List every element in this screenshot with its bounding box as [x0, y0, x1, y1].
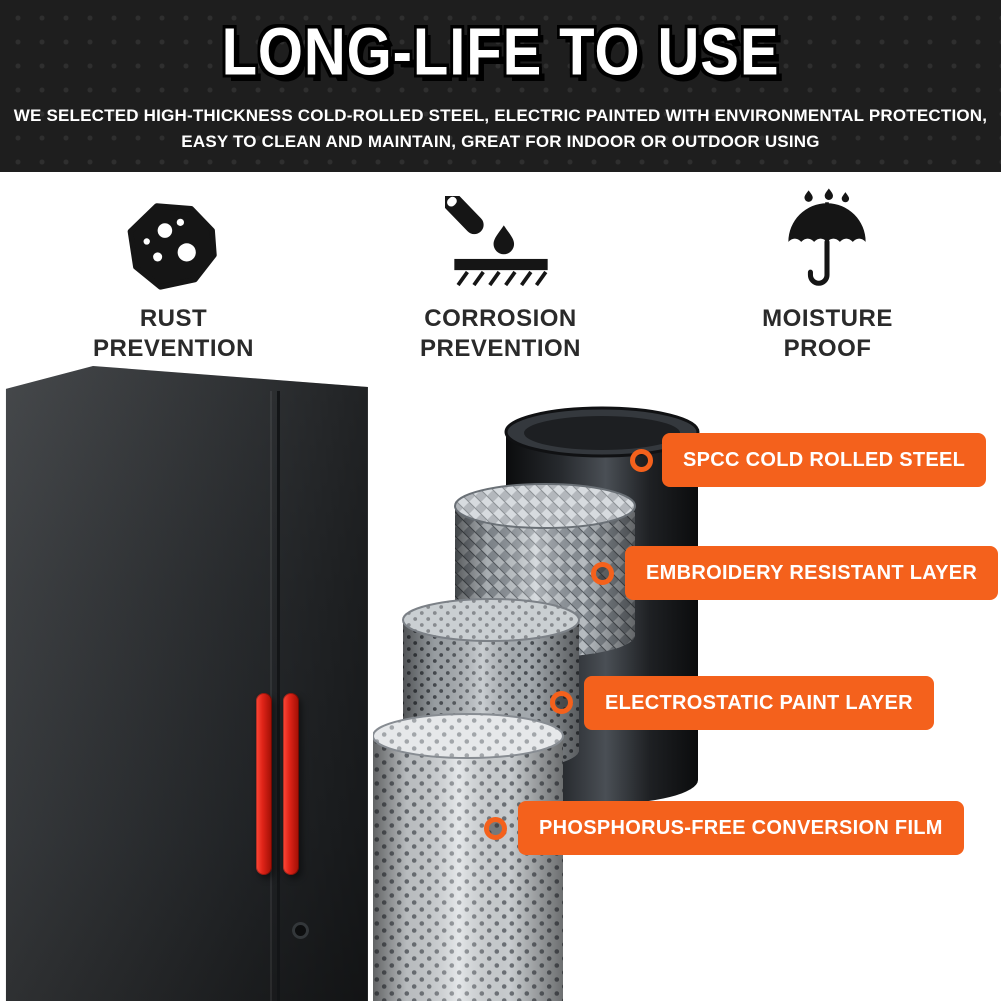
features-row: RUST PREVENTION	[10, 188, 991, 364]
feature-label-line2: PROOF	[783, 335, 872, 362]
cabinet-door-edge	[270, 391, 273, 1001]
feature-label-moisture: MOISTURE PROOF	[762, 304, 893, 364]
feature-label-line1: CORROSION	[424, 305, 577, 332]
feature-label-rust: RUST PREVENTION	[93, 304, 254, 364]
rust-icon	[124, 188, 224, 292]
callout-electrostatic-paint-layer: ELECTROSTATIC PAINT LAYER	[584, 676, 934, 730]
feature-moisture-proof: MOISTURE PROOF	[762, 188, 893, 364]
corrosion-icon	[444, 188, 557, 292]
page-title: LONG-LIFE TO USE	[221, 15, 780, 90]
hero-subtitle-line2: EASY TO CLEAN AND MAINTAIN, GREAT FOR IN…	[181, 132, 820, 152]
cabinet-image	[0, 366, 372, 1001]
umbrella-rain-icon	[781, 188, 873, 292]
conversion-film-cylinder	[373, 713, 564, 1001]
hero-subtitle: WE SELECTED HIGH-THICKNESS COLD-ROLLED S…	[0, 103, 1001, 156]
cabinet-keyhole	[292, 922, 309, 939]
feature-label-line2: PREVENTION	[419, 335, 582, 362]
callout-spcc-cold-rolled-steel: SPCC COLD ROLLED STEEL	[662, 433, 987, 487]
feature-rust-prevention: RUST PREVENTION	[93, 188, 254, 364]
hero-subtitle-line1: WE SELECTED HIGH-THICKNESS COLD-ROLLED S…	[13, 106, 988, 125]
ring-marker-icon-spcc	[630, 449, 653, 472]
hero-section: LONG-LIFE TO USE WE SELECTED HIGH-THICKN…	[0, 0, 1001, 172]
feature-label-line2: PREVENTION	[92, 335, 255, 362]
feature-label-line1: MOISTURE	[762, 305, 893, 332]
callout-phosphorus-free-conversion-film: PHOSPHORUS-FREE CONVERSION FILM	[518, 801, 964, 855]
cabinet-handle-left	[256, 693, 272, 875]
ring-marker-icon-paint	[550, 691, 573, 714]
ring-marker-icon-film	[484, 817, 507, 840]
feature-label-line1: RUST	[139, 305, 208, 332]
feature-label-corrosion: CORROSION PREVENTION	[420, 304, 581, 364]
callout-embroidery-resistant-layer: EMBROIDERY RESISTANT LAYER	[625, 546, 999, 600]
feature-corrosion-prevention: CORROSION PREVENTION	[420, 188, 581, 364]
ring-marker-icon-embroidery	[591, 562, 614, 585]
cabinet-handle-right	[283, 693, 299, 875]
cabinet-body	[5, 366, 368, 1001]
cabinet-door-seam	[277, 391, 281, 1001]
